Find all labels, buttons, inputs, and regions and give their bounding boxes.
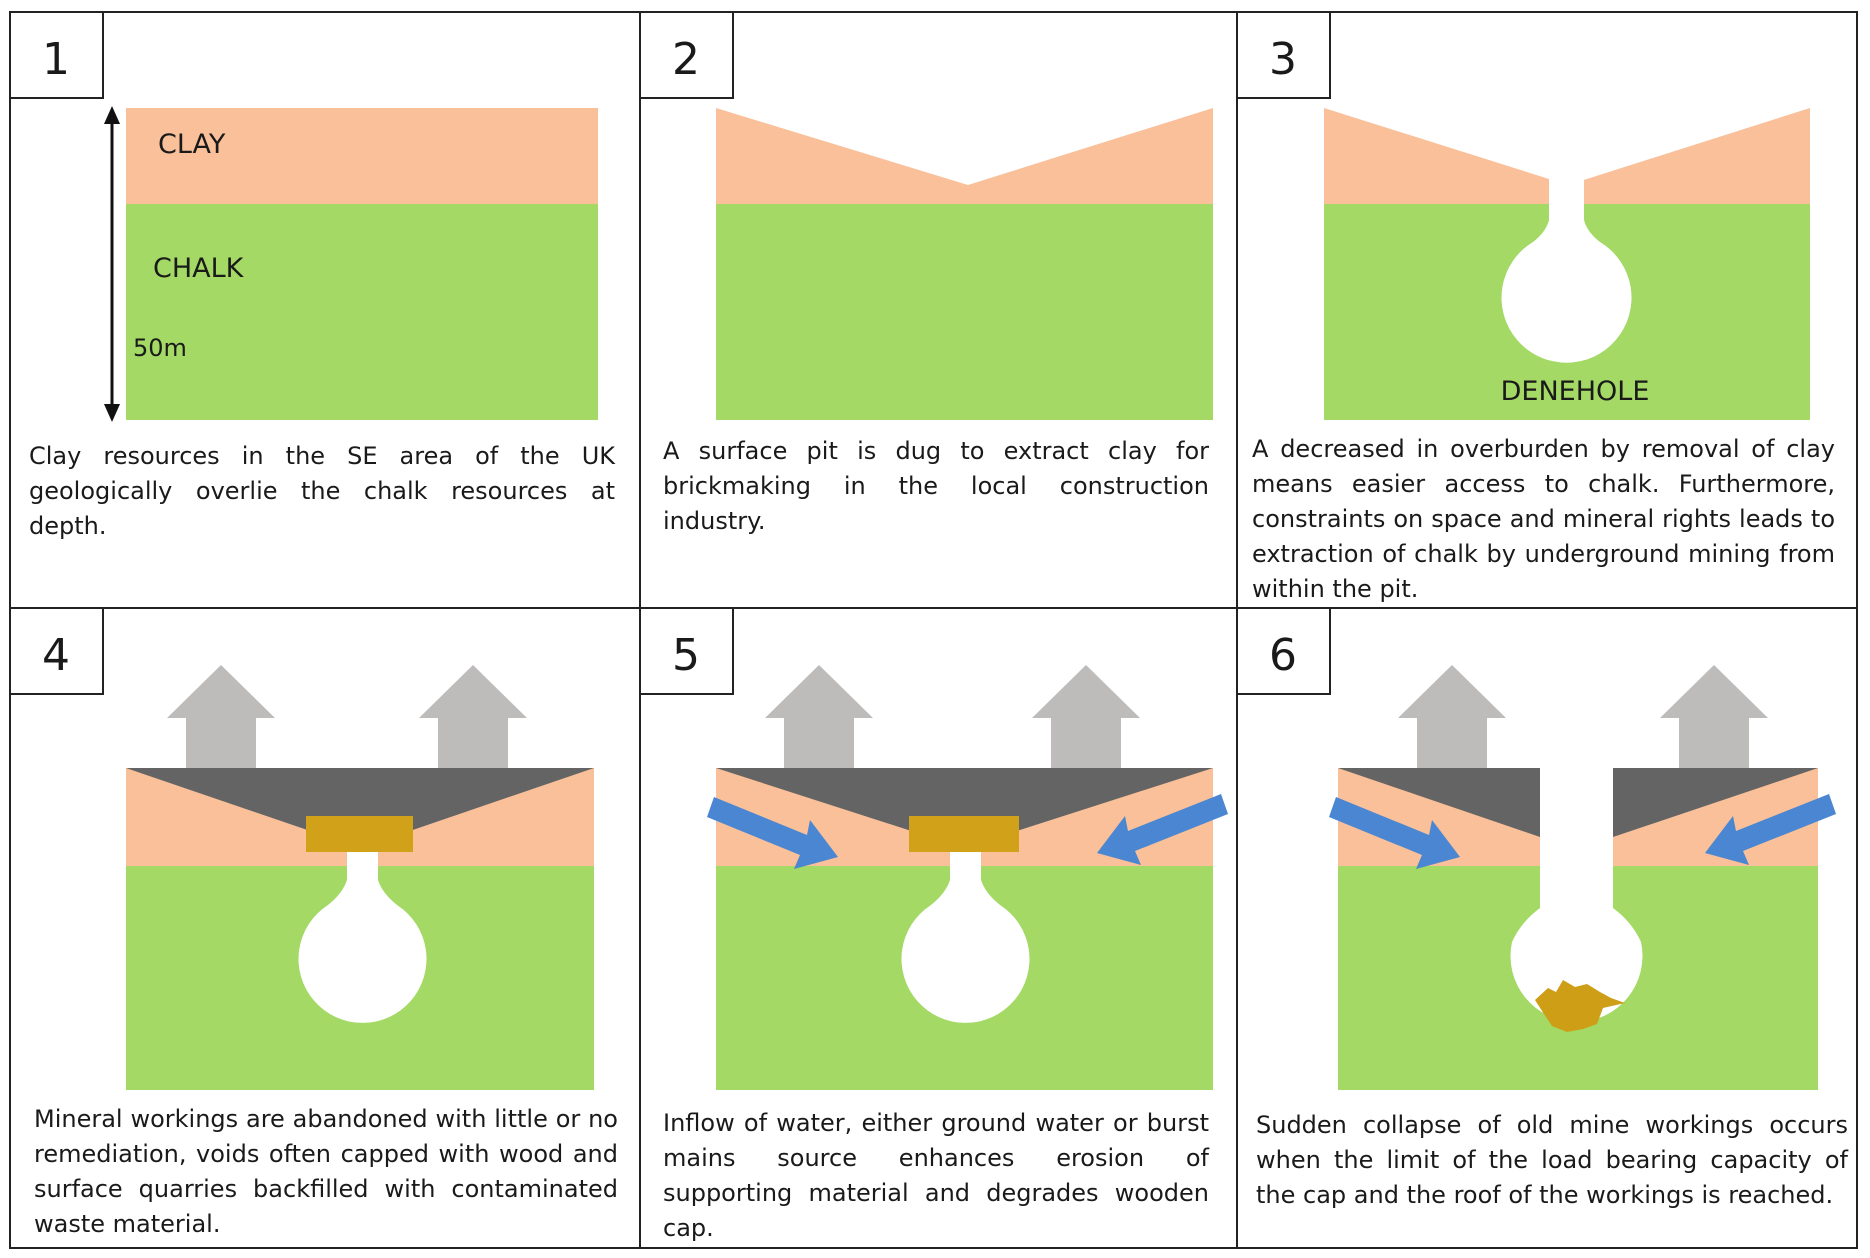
denehole-label: DENEHOLE [1501, 376, 1650, 407]
panel-4-illustration [126, 665, 594, 1090]
panel-1-caption: Clay resources in the SE area of the UK … [29, 442, 615, 540]
depth-arrow-up [104, 106, 120, 124]
chalk-label: CHALK [153, 253, 245, 284]
panel-borders [9, 11, 1858, 1249]
panel-5-caption: Inflow of water, either ground water or … [663, 1109, 1209, 1242]
panel-6-number-box [1236, 607, 1331, 695]
clay-layer-pit [716, 108, 1213, 204]
clay-layer [126, 108, 598, 204]
panel-5-illustration [707, 665, 1228, 1090]
chalk-layer [716, 204, 1213, 420]
panel-2-caption: A surface pit is dug to extract clay for… [663, 437, 1209, 535]
panel-5-number: 5 [672, 630, 700, 681]
house-2-icon [1032, 665, 1140, 768]
panel-3-number: 3 [1269, 34, 1297, 85]
panel-4-number: 4 [42, 630, 70, 681]
panel-6-caption: Sudden collapse of old mine workings occ… [1256, 1111, 1848, 1209]
depth-label: 50m [133, 334, 187, 362]
panel-1-number-box [9, 11, 104, 99]
panel-1-illustration: CLAY CHALK 50m [104, 106, 598, 422]
panel-2-illustration [716, 108, 1213, 420]
backfill-waste-right [1613, 768, 1818, 837]
panel-6-frame [1236, 607, 1858, 1249]
wooden-cap [306, 816, 413, 852]
panel-2-number-box [639, 11, 734, 99]
panel-4-number-box [9, 607, 104, 695]
water-inflow-arrow-left [707, 797, 838, 869]
denehole-void [298, 850, 427, 1023]
panel-6-illustration [1329, 665, 1836, 1090]
backfill-waste [716, 768, 1213, 848]
chalk-layer [126, 204, 598, 420]
collapsed-debris [1535, 980, 1625, 1032]
panel-3-caption: A decreased in overburden by removal of … [1252, 435, 1835, 603]
panel-3-illustration: DENEHOLE [1324, 108, 1810, 420]
panel-2-number: 2 [672, 34, 700, 85]
wooden-cap [909, 816, 1019, 852]
denehole-void [901, 850, 1030, 1023]
house-2-icon [1660, 665, 1768, 768]
panel-1-number: 1 [42, 34, 70, 85]
backfill-waste [126, 768, 594, 848]
water-inflow-arrow-left [1329, 797, 1460, 869]
panel-3-number-box [1236, 11, 1331, 99]
denehole-void [1501, 178, 1632, 363]
water-inflow-arrow-right [1097, 794, 1228, 865]
backfill-waste-left [1338, 768, 1540, 837]
clay-label: CLAY [158, 129, 226, 160]
panel-6-number: 6 [1269, 630, 1297, 681]
panel-5-number-box [639, 607, 734, 695]
house-1-icon [167, 665, 275, 768]
number-boxes [9, 11, 1331, 695]
house-2-icon [419, 665, 527, 768]
collapse-void [1510, 768, 1643, 1022]
house-1-icon [1398, 665, 1506, 768]
depth-arrow-down [104, 404, 120, 422]
panel-4-caption: Mineral workings are abandoned with litt… [34, 1105, 618, 1238]
clay-layer-pit [1324, 108, 1810, 204]
house-1-icon [765, 665, 873, 768]
water-inflow-arrow-right [1705, 794, 1836, 865]
